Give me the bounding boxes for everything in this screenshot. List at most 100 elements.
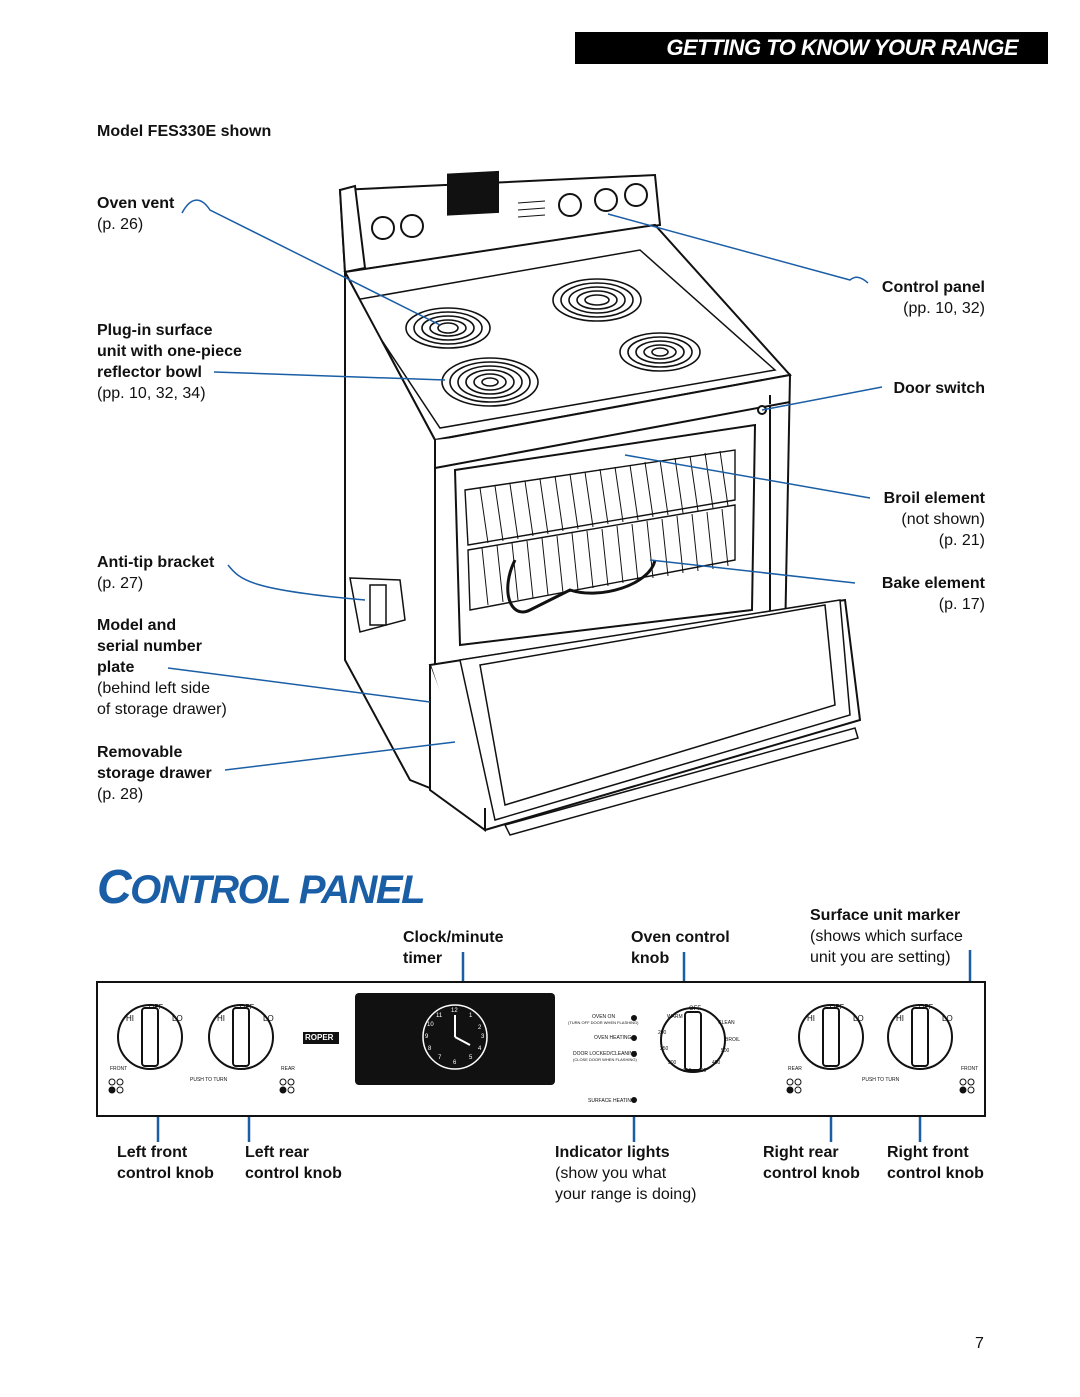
brand-logo: ROPER bbox=[305, 1033, 334, 1042]
backguard bbox=[338, 170, 662, 274]
clock-num-8: 8 bbox=[428, 1046, 432, 1052]
bake-element-page: (p. 17) bbox=[938, 596, 985, 613]
left-front-line2: control knob bbox=[117, 1165, 214, 1182]
ind-oven-heating: OVEN HEATING bbox=[594, 1035, 632, 1041]
lr-off: OFF bbox=[240, 1004, 254, 1011]
lr-lo: LO bbox=[263, 1014, 274, 1023]
range-illustration bbox=[167, 170, 883, 836]
oven-knob-warm: WARM bbox=[667, 1014, 683, 1020]
section-title-rest: ONTROL PANEL bbox=[130, 868, 425, 912]
model-plate-note1: (behind left side bbox=[97, 680, 210, 697]
lr-hi: HI bbox=[217, 1014, 225, 1023]
label-clock-timer: Clock/minute timer bbox=[403, 927, 503, 969]
clock-num-12: 12 bbox=[451, 1008, 458, 1014]
model-plate-line2: serial number bbox=[97, 638, 202, 655]
range-body bbox=[344, 271, 862, 836]
ind-door-locked-sub: (CLOSE DOOR WHEN FLASHING) bbox=[573, 1057, 637, 1062]
rr-off: OFF bbox=[830, 1004, 844, 1011]
surface-unit-page: (pp. 10, 32, 34) bbox=[97, 385, 206, 402]
indicator-dots bbox=[631, 1015, 637, 1103]
oven-vent-page: (p. 26) bbox=[97, 216, 144, 233]
lf-hi: HI bbox=[126, 1014, 134, 1023]
lf-off: OFF bbox=[149, 1004, 163, 1011]
clock-label-line2: timer bbox=[403, 950, 443, 967]
storage-drawer-line2: storage drawer bbox=[97, 765, 212, 782]
callout-lines bbox=[167, 199, 883, 771]
knob-right-front bbox=[887, 1004, 953, 1070]
right-front-line2: control knob bbox=[887, 1165, 984, 1182]
label-oven-vent: Oven vent (p. 26) bbox=[97, 193, 174, 235]
oven-knob-broil: BROIL bbox=[725, 1037, 741, 1043]
rf-lo: LO bbox=[942, 1014, 953, 1023]
label-broil-element: Broil element (not shown) (p. 21) bbox=[884, 488, 985, 551]
left-front-line1: Left front bbox=[117, 1144, 188, 1161]
control-panel-page: (pp. 10, 32) bbox=[903, 300, 985, 317]
burners bbox=[405, 278, 701, 407]
label-left-front-knob: Left front control knob bbox=[117, 1142, 214, 1184]
rf-front: FRONT bbox=[961, 1066, 979, 1072]
marker-label-line2: (shows which surface bbox=[810, 928, 963, 945]
clock-hands bbox=[454, 1015, 471, 1046]
lr-rear: REAR bbox=[281, 1066, 295, 1072]
clock-num-10: 10 bbox=[427, 1022, 434, 1028]
ind-door-locked: DOOR LOCKED/CLEANING bbox=[573, 1051, 637, 1057]
label-right-rear-knob: Right rear control knob bbox=[763, 1142, 860, 1184]
model-plate-line1: Model and bbox=[97, 617, 177, 634]
label-anti-tip: Anti-tip bracket (p. 27) bbox=[97, 552, 214, 594]
indicator-line1: Indicator lights bbox=[555, 1144, 670, 1161]
section-header-title: GETTING TO KNOW YOUR RANGE bbox=[666, 35, 1018, 60]
rr-rear: REAR bbox=[788, 1066, 802, 1072]
figure-caption: Model FES330E shown bbox=[97, 123, 272, 140]
label-model-plate: Model and serial number plate (behind le… bbox=[97, 615, 227, 720]
ind-oven-on: OVEN ON bbox=[592, 1014, 616, 1020]
lf-lo: LO bbox=[172, 1014, 183, 1023]
storage-drawer-page: (p. 28) bbox=[97, 786, 144, 803]
left-rear-line2: control knob bbox=[245, 1165, 342, 1182]
oven-knob-off: OFF bbox=[689, 1006, 701, 1012]
right-front-line1: Right front bbox=[887, 1144, 969, 1161]
surface-unit-line3: reflector bowl bbox=[97, 364, 202, 381]
broil-element-page: (p. 21) bbox=[938, 532, 985, 549]
section-title: CONTROL PANEL bbox=[97, 860, 426, 915]
label-right-front-knob: Right front control knob bbox=[887, 1142, 984, 1184]
left-push-to-turn: PUSH TO TURN bbox=[190, 1077, 228, 1083]
clock-num-6: 6 bbox=[453, 1060, 457, 1066]
label-control-panel: Control panel (pp. 10, 32) bbox=[882, 277, 985, 319]
anti-tip-name: Anti-tip bracket bbox=[97, 554, 215, 571]
page-number: 7 bbox=[975, 1335, 984, 1352]
right-push-to-turn: PUSH TO TURN bbox=[862, 1077, 900, 1083]
knob-left-rear bbox=[208, 1004, 274, 1070]
clock-num-4: 4 bbox=[478, 1046, 482, 1052]
surface-unit-line2: unit with one-piece bbox=[97, 343, 242, 360]
oven-label-line1: Oven control bbox=[631, 929, 730, 946]
oven-temp-400: 400 bbox=[698, 1068, 707, 1074]
clock-num-5: 5 bbox=[469, 1055, 473, 1061]
clock-num-1: 1 bbox=[469, 1013, 473, 1019]
rr-lo: LO bbox=[853, 1014, 864, 1023]
broil-element-name: Broil element bbox=[883, 490, 985, 507]
ind-oven-on-sub: (TURN OFF DOOR WHEN FLASHING) bbox=[568, 1020, 639, 1025]
clock-num-7: 7 bbox=[438, 1055, 442, 1061]
model-plate-note2: of storage drawer) bbox=[97, 701, 227, 718]
control-panel-diagram bbox=[96, 950, 986, 1142]
right-rear-line1: Right rear bbox=[763, 1144, 839, 1161]
clock-label-line1: Clock/minute bbox=[403, 929, 504, 946]
oven-vent-name: Oven vent bbox=[97, 195, 175, 212]
oven-knob-clean: CLEAN bbox=[718, 1020, 735, 1026]
section-title-initial: C bbox=[97, 861, 132, 914]
label-storage-drawer: Removable storage drawer (p. 28) bbox=[97, 742, 212, 805]
surface-unit-line1: Plug-in surface bbox=[97, 322, 213, 339]
lf-front: FRONT bbox=[110, 1066, 128, 1072]
rf-hi: HI bbox=[896, 1014, 904, 1023]
clock-num-2: 2 bbox=[478, 1025, 482, 1031]
left-rear-line1: Left rear bbox=[245, 1144, 310, 1161]
indicator-line3: your range is doing) bbox=[555, 1186, 697, 1203]
control-panel-name: Control panel bbox=[881, 279, 985, 296]
section-header-bar: GETTING TO KNOW YOUR RANGE bbox=[575, 32, 1048, 64]
bake-element-name: Bake element bbox=[881, 575, 985, 592]
oven-temp-300: 300 bbox=[668, 1060, 677, 1066]
knob-left-front bbox=[117, 1004, 183, 1070]
marker-label-line1: Surface unit marker bbox=[810, 907, 961, 924]
rr-hi: HI bbox=[807, 1014, 815, 1023]
model-plate-line3: plate bbox=[97, 659, 135, 676]
